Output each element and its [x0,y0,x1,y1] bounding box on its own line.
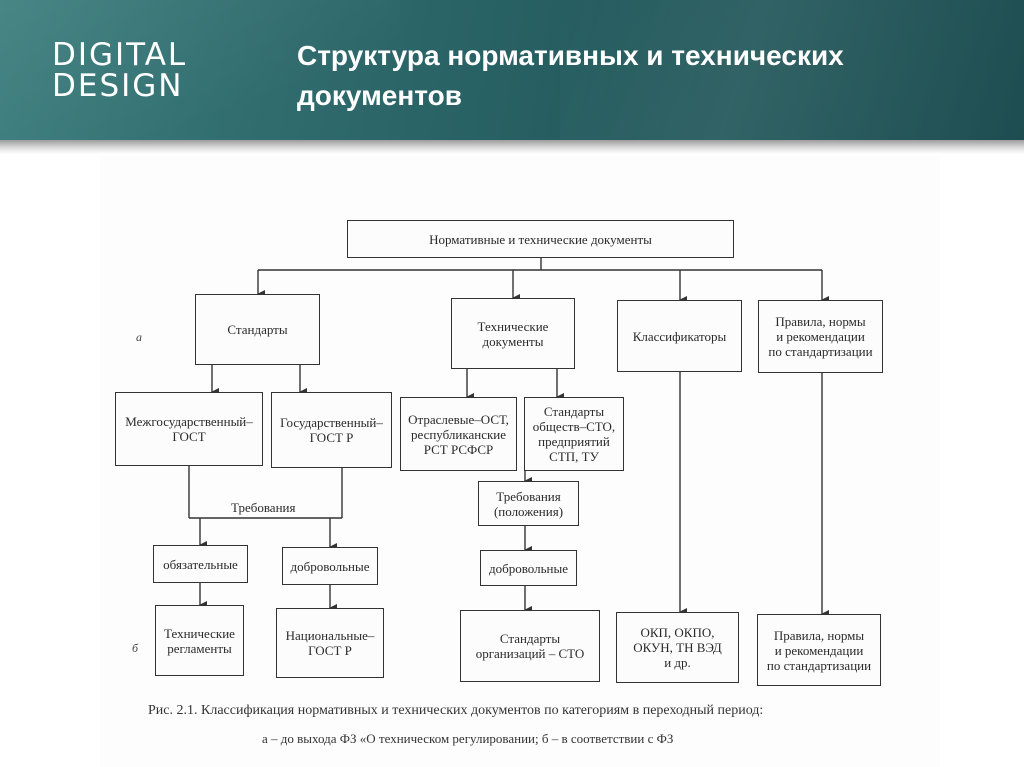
box-requirements-provisions: Требования (положения) [478,481,579,526]
page-title: Структура нормативных и технических доку… [297,40,844,111]
box-standards: Стандарты [195,294,320,365]
side-label-a: а [136,330,142,344]
box-rules-bottom: Правила, нормы и рекомендации по стандар… [757,614,881,686]
box-org-standards: Стандарты организаций – СТО [460,610,600,682]
box-state-gost-r: Государственный– ГОСТ Р [271,392,392,468]
logo-line-1: DIGITAL [52,37,188,73]
figure-caption: Рис. 2.1. Классификация нормативных и те… [148,703,764,718]
header-shadow [0,140,1024,154]
box-branch-ost: Отраслевые–ОСТ, республиканские РСТ РСФС… [400,397,517,471]
box-mandatory: обязательные [153,545,248,583]
side-label-b: б [132,641,139,655]
box-tech-docs: Технические документы [451,298,575,369]
box-interstate-gost: Межгосударственный– ГОСТ [115,392,263,466]
label-requirements: Требования [231,500,296,515]
figure-caption-note: а – до выхода ФЗ «О техническом регулиро… [262,731,674,746]
box-root: Нормативные и технические документы [347,220,734,258]
header-gloss [560,0,1024,140]
digital-design-logo: DIGITAL DESIGN [52,40,187,102]
box-voluntary: добровольные [282,547,378,585]
logo-line-2: DESIGN [52,68,184,104]
box-rules: Правила, нормы и рекомендации по стандар… [758,300,883,373]
box-tech-regulations: Технические регламенты [155,605,244,676]
box-national-gost-r: Национальные– ГОСТ Р [276,608,384,678]
header-gloss-left [0,0,400,140]
box-classifiers: Классификаторы [617,300,742,372]
box-voluntary-2: добровольные [480,550,577,586]
box-okp-okpo: ОКП, ОКПО, ОКУН, ТН ВЭД и др. [616,612,739,683]
header-banner [0,0,1024,140]
box-company-sto: Стандарты обществ–СТО, предприятий СТП, … [524,397,624,471]
